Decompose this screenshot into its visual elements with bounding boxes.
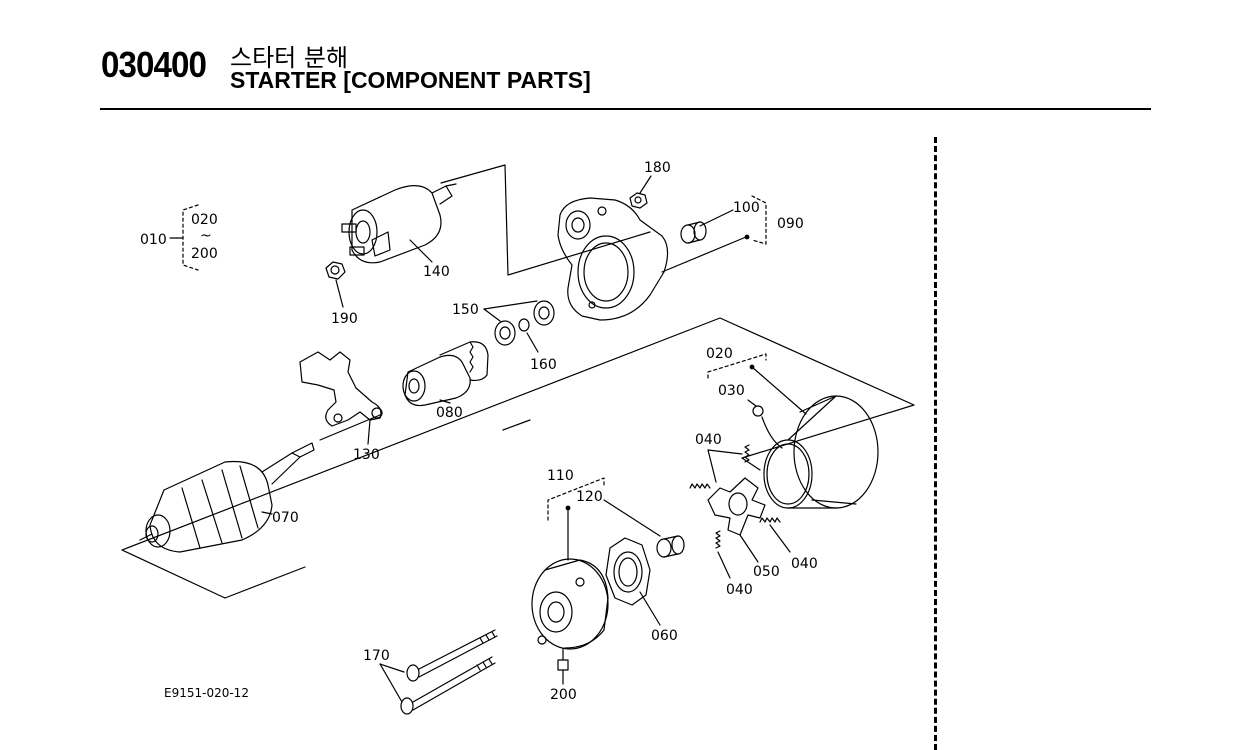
callout-200: 200 — [550, 687, 577, 703]
callout-170: 170 — [363, 648, 390, 664]
callout-200-range: 200 — [191, 246, 218, 262]
spring-040-bottom — [715, 530, 721, 549]
callout-180: 180 — [644, 160, 671, 176]
header-divider — [100, 108, 1151, 110]
assembly-outlines — [121, 164, 915, 599]
callout-040-bottom: 040 — [726, 582, 753, 598]
callout-050: 050 — [753, 564, 780, 580]
callout-090: 090 — [777, 216, 804, 232]
spring-040-left — [689, 483, 711, 489]
callout-110: 110 — [547, 468, 574, 484]
section-title-english: STARTER [COMPONENT PARTS] — [230, 67, 591, 93]
callout-130: 130 — [353, 447, 380, 463]
overrunning-clutch-080 — [402, 341, 489, 407]
callout-030: 030 — [718, 383, 745, 399]
right-dashed-divider — [934, 137, 937, 750]
bushing-120 — [656, 535, 685, 558]
through-bolt-170-upper — [406, 629, 498, 682]
group-bracket-090 — [751, 195, 767, 245]
section-code: 030400 — [101, 44, 207, 85]
callout-040-right: 040 — [791, 556, 818, 572]
through-bolt-170-lower — [400, 656, 496, 715]
magnetic-switch-part — [341, 183, 457, 264]
spring-040-right — [759, 517, 781, 523]
group-bracket-020 — [707, 353, 767, 379]
callout-020-range: 020 — [191, 212, 218, 228]
terminal-030 — [752, 405, 783, 449]
holder-plate-060 — [605, 537, 651, 606]
callout-080: 080 — [436, 405, 463, 421]
armature-070 — [139, 442, 315, 553]
callout-010: 010 — [140, 232, 167, 248]
rear-end-frame-110 — [531, 558, 609, 650]
washer-set-150 — [494, 300, 555, 346]
drive-lever-130 — [299, 351, 383, 427]
callout-100: 100 — [733, 200, 760, 216]
callout-040-top: 040 — [695, 432, 722, 448]
callout-070: 070 — [272, 510, 299, 526]
callout-020: 020 — [706, 346, 733, 362]
callout-120: 120 — [576, 489, 603, 505]
screw-200 — [557, 647, 569, 671]
callout-060: 060 — [651, 628, 678, 644]
section-title-korean: 스타터 분해 — [230, 44, 349, 72]
callout-190: 190 — [331, 311, 358, 327]
yoke-020 — [763, 395, 879, 509]
callout-150: 150 — [452, 302, 479, 318]
brush-holder-050 — [707, 477, 766, 536]
callout-tilde: ~ — [200, 228, 212, 244]
drive-end-frame-part — [557, 197, 669, 321]
nut-180 — [629, 192, 648, 209]
callout-160: 160 — [530, 357, 557, 373]
bushing-100 — [680, 221, 707, 244]
group-bracket-110 — [547, 477, 605, 521]
figure-id: E9151-020-12 — [164, 686, 249, 700]
callout-labels: 010 020 ~ 200 180 100 090 140 190 150 16… — [140, 160, 818, 703]
nut-190 — [325, 261, 346, 280]
callout-140: 140 — [423, 264, 450, 280]
spring-040-top — [744, 444, 750, 463]
ring-160 — [518, 318, 530, 332]
